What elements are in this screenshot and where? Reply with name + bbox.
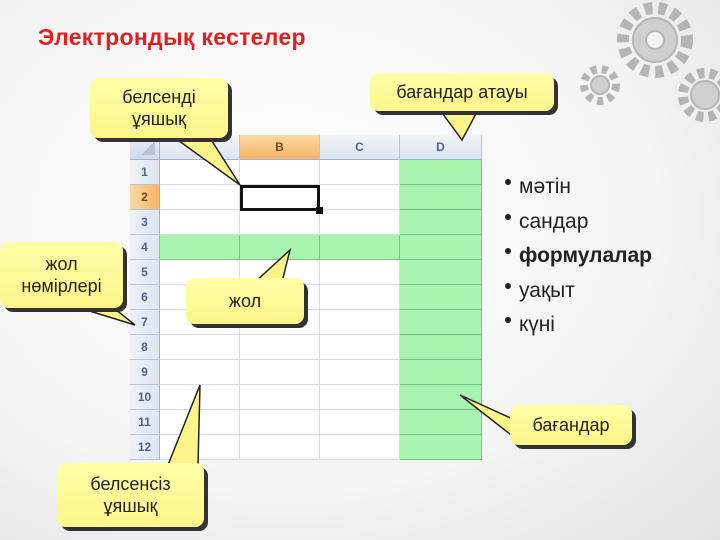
- column-header-a[interactable]: [160, 135, 240, 160]
- bullet-item: формулалар: [505, 239, 652, 274]
- cell[interactable]: [400, 310, 482, 335]
- slide-title: Электрондық кестелер: [38, 24, 306, 50]
- row-header-12[interactable]: 12: [130, 435, 160, 460]
- cell[interactable]: [240, 435, 320, 460]
- cell[interactable]: [160, 210, 240, 235]
- callout-inactive-cell: белсенсіз ұяшық: [57, 463, 204, 527]
- cell[interactable]: [240, 335, 320, 360]
- bullet-list: мәтін сандар формулалар уақыт күні: [505, 170, 652, 343]
- cell[interactable]: [160, 410, 240, 435]
- cell[interactable]: [320, 335, 400, 360]
- bullet-icon: [505, 213, 511, 220]
- cell[interactable]: [320, 360, 400, 385]
- cell[interactable]: [400, 160, 482, 185]
- bullet-text: сандар: [519, 209, 589, 233]
- callout-text: ұяшық: [132, 109, 186, 129]
- callout-active-cell: белсенді ұяшық: [90, 78, 228, 138]
- cell[interactable]: [400, 210, 482, 235]
- row-header-2[interactable]: 2: [130, 185, 160, 210]
- row-header-3[interactable]: 3: [130, 210, 160, 235]
- cell[interactable]: [400, 385, 482, 410]
- cell[interactable]: [240, 235, 320, 260]
- pointer-row-numbers: [69, 304, 136, 326]
- callout-text: ұяшық: [103, 496, 158, 516]
- cell[interactable]: [240, 160, 320, 185]
- bullet-text: уақыт: [519, 278, 575, 302]
- cell[interactable]: [320, 285, 400, 310]
- callout-text: бағандар атауы: [396, 82, 528, 102]
- bullet-item: уақыт: [505, 274, 652, 309]
- cell[interactable]: [320, 310, 400, 335]
- callout-text: нөмірлері: [21, 276, 102, 296]
- cell[interactable]: [320, 410, 400, 435]
- active-cell-b2[interactable]: [240, 185, 323, 214]
- cell[interactable]: [160, 160, 240, 185]
- callout-text: жол: [228, 291, 262, 311]
- cell[interactable]: [160, 335, 240, 360]
- cell[interactable]: [400, 285, 482, 310]
- bullet-item: күні: [505, 308, 652, 343]
- row-header-5[interactable]: 5: [130, 260, 160, 285]
- cell[interactable]: [240, 385, 320, 410]
- bullet-item: сандар: [505, 205, 652, 240]
- column-header-b[interactable]: B: [240, 135, 320, 160]
- select-all-corner[interactable]: [130, 135, 160, 160]
- row-header-9[interactable]: 9: [130, 360, 160, 385]
- callout-text: белсенді: [122, 87, 196, 107]
- cell[interactable]: [240, 360, 320, 385]
- bullet-icon: [505, 282, 511, 289]
- row-header-1[interactable]: 1: [130, 160, 160, 185]
- row-header-8[interactable]: 8: [130, 335, 160, 360]
- cell[interactable]: [320, 385, 400, 410]
- bullet-text: формулалар: [519, 244, 653, 268]
- gears-icon: [580, 2, 720, 122]
- bullet-icon: [505, 179, 511, 186]
- callout-column-names: бағандар атауы: [370, 73, 554, 111]
- cell[interactable]: [160, 435, 240, 460]
- callout-text: жол: [45, 254, 78, 274]
- bullet-text: мәтін: [519, 175, 571, 199]
- bullet-text: күні: [519, 313, 555, 337]
- cell[interactable]: [160, 385, 240, 410]
- cell[interactable]: [400, 185, 482, 210]
- cell[interactable]: [400, 410, 482, 435]
- cell[interactable]: [320, 160, 400, 185]
- bullet-icon: [505, 317, 511, 324]
- cell[interactable]: [320, 185, 400, 210]
- row-header-6[interactable]: 6: [130, 285, 160, 310]
- cell[interactable]: [160, 185, 240, 210]
- row-header-4[interactable]: 4: [130, 235, 160, 260]
- column-header-c[interactable]: C: [320, 135, 400, 160]
- callout-row-numbers: жол нөмірлері: [0, 242, 123, 308]
- callout-columns: бағандар: [510, 405, 632, 445]
- column-header-d[interactable]: D: [400, 135, 482, 160]
- cell[interactable]: [240, 410, 320, 435]
- row-header-11[interactable]: 11: [130, 410, 160, 435]
- cell[interactable]: [400, 435, 482, 460]
- cell[interactable]: [160, 235, 240, 260]
- cell[interactable]: [400, 360, 482, 385]
- cell[interactable]: [320, 235, 400, 260]
- row-header-10[interactable]: 10: [130, 385, 160, 410]
- callout-text: белсенсіз: [90, 474, 171, 494]
- cell[interactable]: [240, 310, 320, 335]
- cell[interactable]: [320, 435, 400, 460]
- cell[interactable]: [160, 360, 240, 385]
- bullet-item: мәтін: [505, 170, 652, 205]
- callout-text: бағандар: [532, 415, 610, 435]
- cell[interactable]: [320, 210, 400, 235]
- bullet-icon: [505, 248, 511, 255]
- cell[interactable]: [400, 335, 482, 360]
- cell[interactable]: [240, 210, 320, 235]
- cell[interactable]: [400, 260, 482, 285]
- cell[interactable]: [320, 260, 400, 285]
- row-header-7[interactable]: 7: [130, 310, 160, 335]
- cell[interactable]: [400, 235, 482, 260]
- callout-row: жол: [186, 278, 304, 324]
